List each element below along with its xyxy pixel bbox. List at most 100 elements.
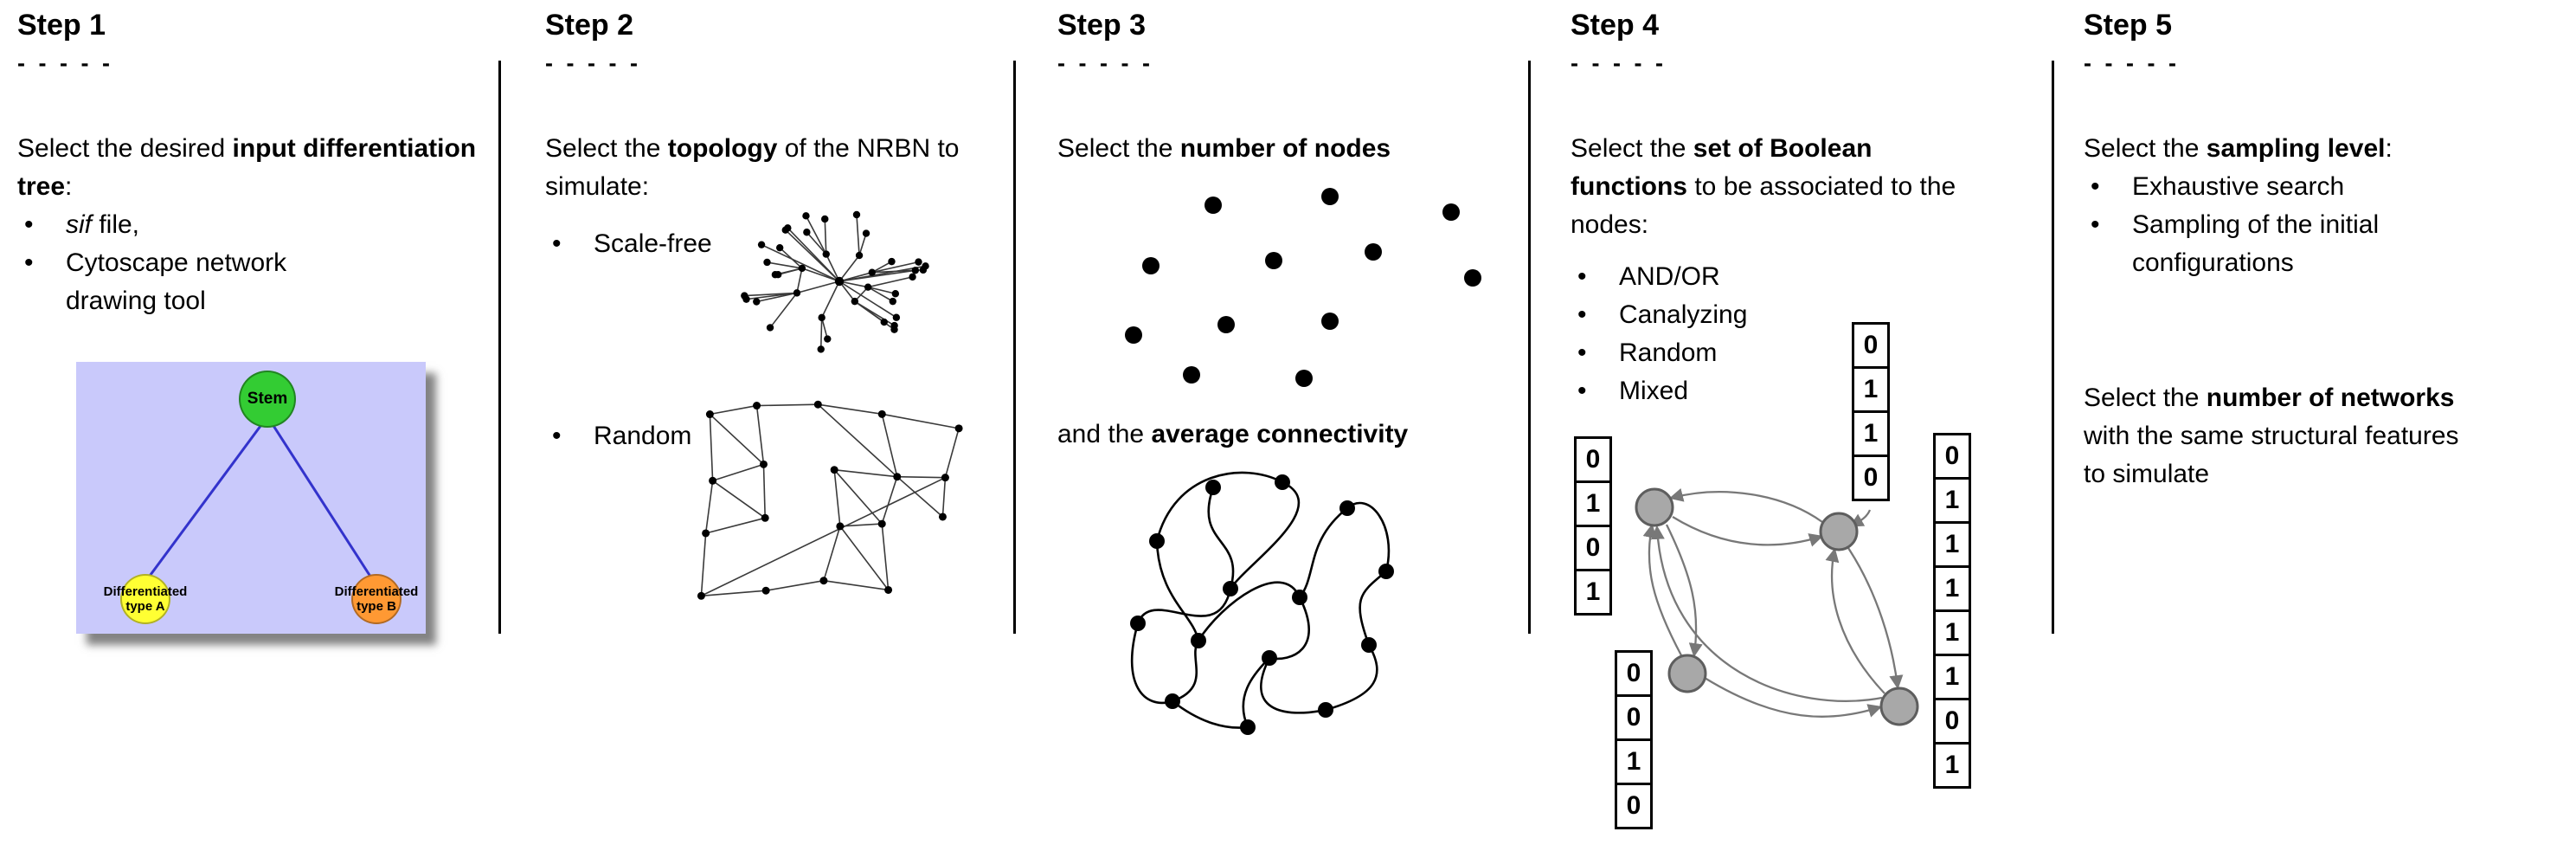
boolean-node: [1667, 654, 1707, 693]
bullet-item-canalyzing: • Canalyzing: [1571, 296, 1747, 334]
text-segment: Select the: [545, 134, 668, 163]
step-4-bullet-list: • AND/OR • Canalyzing • Random •Mixed: [1571, 258, 1747, 410]
step-2-dashes: - - - - -: [545, 50, 641, 76]
text-segment: with the same structural features to sim…: [2084, 422, 2459, 488]
text-segment: file,: [92, 210, 140, 239]
bullet-marker: •: [1577, 262, 1587, 291]
step-4-dashes: - - - - -: [1571, 50, 1667, 76]
step-5-networks-paragraph: Select the number of networks with the s…: [2084, 379, 2469, 493]
truth-table-cell: 1: [1574, 480, 1612, 527]
truth-table-cell: 0: [1852, 455, 1890, 501]
step-5-dashes: - - - - -: [2084, 50, 2180, 76]
truth-table-cell: 0: [1574, 525, 1612, 571]
text-segment: and the: [1057, 420, 1152, 448]
boolean-node: [1819, 512, 1859, 551]
boolean-node: [1635, 487, 1674, 527]
text-segment-bold: number of networks: [2206, 384, 2455, 412]
step-4-column: Step 4 - - - - - Select the set of Boole…: [1571, 9, 2042, 851]
truth-table-bottom: 0 0 1 0: [1615, 650, 1653, 829]
bullet-marker: •: [1577, 300, 1587, 329]
step-3-dashes: - - - - -: [1057, 50, 1153, 76]
step-1-dashes: - - - - -: [17, 50, 113, 76]
step-5-column: Step 5 - - - - - Select the sampling lev…: [2084, 9, 2573, 851]
truth-table-cell: 1: [1933, 477, 1971, 524]
random-network-graphic: [697, 400, 963, 600]
bullet-marker: •: [2091, 210, 2100, 239]
text-segment-bold: average connectivity: [1151, 420, 1409, 448]
text-segment: to be associated to the nodes:: [1571, 172, 1956, 239]
text-segment-bold: topology: [667, 134, 778, 163]
boolean-network-edges: [1635, 487, 1919, 726]
column-divider-3: [1528, 61, 1531, 634]
step-5-bullet-list: • Exhaustive search • Sampling of the init…: [2084, 168, 2530, 282]
tree-node-type-a-label: Differentiated type A: [103, 584, 188, 614]
tree-node-type-b-label: Differentiated type B: [334, 584, 419, 614]
truth-table-right: 0 1 1 1 1 1 0 1: [1933, 433, 1971, 789]
text-segment: Select the: [1057, 134, 1180, 163]
step-2-bullet-random: • Random: [545, 417, 691, 455]
bullet-item-cytoscape: • Cytoscape network drawing tool: [17, 244, 438, 320]
bullet-text: Scale-free: [594, 229, 712, 258]
text-segment: Select the: [2084, 384, 2207, 412]
step-4-title: Step 4: [1571, 9, 1660, 42]
bullet-item-random: • Random: [1571, 334, 1747, 372]
truth-table-cell: 0: [1852, 322, 1890, 369]
tree-edges: [144, 418, 376, 583]
bullet-text: Exhaustive search: [2132, 172, 2345, 201]
truth-table-cell: 1: [1615, 738, 1653, 785]
bullet-text: sif file,: [66, 206, 438, 244]
step-2-title: Step 2: [545, 9, 634, 42]
text-segment-bold: number of nodes: [1179, 134, 1391, 163]
bullet-text: Sampling of the initial configurations: [2132, 210, 2380, 277]
tree-edge-a: [144, 418, 267, 583]
truth-table-left: 0 1 0 1: [1574, 436, 1612, 616]
bullet-marker: •: [552, 422, 562, 450]
truth-table-cell: 0: [1615, 783, 1653, 829]
truth-table-cell: 1: [1933, 521, 1971, 568]
step-5-intro: Select the sampling level:: [2084, 130, 2393, 168]
truth-table-cell: 0: [1615, 694, 1653, 741]
scattered-nodes-graphic: [1125, 188, 1481, 387]
truth-table-cell: 0: [1933, 698, 1971, 745]
tree-node-type-b: Differentiated type B: [335, 574, 418, 624]
bullet-marker: •: [2091, 172, 2100, 201]
bullet-text: Canalyzing: [1619, 300, 1748, 329]
bullet-item-mixed: •Mixed: [1571, 372, 1747, 410]
boolean-node: [1879, 687, 1919, 726]
truth-table-top: 0 1 1 0: [1852, 322, 1890, 501]
step-3-line-connectivity: and the average connectivity: [1057, 416, 1408, 454]
bullet-text: Cytoscape network drawing tool: [66, 248, 287, 315]
step-3-title: Step 3: [1057, 9, 1147, 42]
step-2-intro: Select the topology of the NRBN to simul…: [545, 130, 960, 206]
bullet-marker: •: [1577, 338, 1587, 367]
bullet-text: Random: [594, 422, 692, 450]
tree-node-stem: Stem: [239, 371, 296, 428]
step-1-title: Step 1: [17, 9, 106, 42]
differentiation-tree-graphic: Stem Differentiated type A Differentiate…: [76, 362, 426, 634]
step-4-intro: Select the set of Boolean functions to b…: [1571, 130, 1960, 244]
text-segment: Select the: [1571, 134, 1693, 163]
truth-table-cell: 1: [1933, 609, 1971, 656]
tangled-network-graphic: [1130, 471, 1394, 735]
text-segment: :: [2385, 134, 2393, 163]
tree-edge-b: [267, 418, 376, 583]
column-divider-1: [498, 61, 501, 634]
bullet-text: Mixed: [1619, 377, 1689, 405]
bullet-item-exhaustive: • Exhaustive search: [2084, 168, 2530, 206]
text-segment-italic: sif: [66, 210, 92, 239]
step-5-title: Step 5: [2084, 9, 2173, 42]
step-1-bullet-list: • sif file, • Cytoscape network drawing …: [17, 206, 438, 320]
bullet-text: Random: [1619, 338, 1718, 367]
text-segment: Select the desired: [17, 134, 233, 163]
bullet-text: AND/OR: [1619, 262, 1720, 291]
step-2-column: Step 2 - - - - - Select the topology of …: [545, 9, 1008, 851]
bullet-marker: •: [24, 248, 34, 277]
text-segment-bold: sampling level: [2206, 134, 2386, 163]
truth-table-cell: 0: [1933, 433, 1971, 480]
bullet-item-sif-file: • sif file,: [17, 206, 438, 244]
scale-free-network-graphic: [741, 210, 929, 353]
column-divider-2: [1013, 61, 1016, 634]
boolean-network-graphic: 0 1 0 1 0 1 1 0 0 1 1 1 1 1 0 1: [1571, 316, 2042, 851]
tree-node-stem-label: Stem: [247, 390, 288, 408]
